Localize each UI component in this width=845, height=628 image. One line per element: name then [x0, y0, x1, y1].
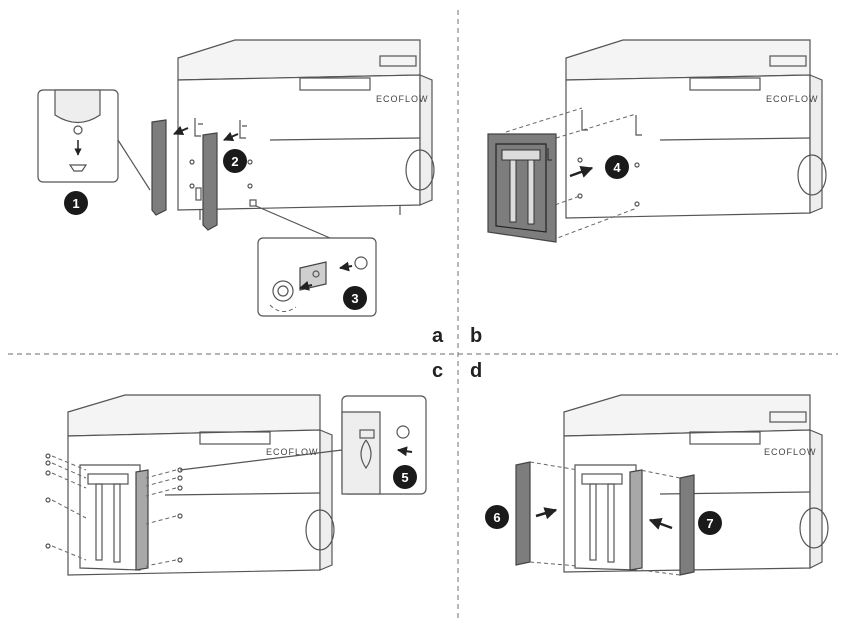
right-handle-part-a: [203, 133, 217, 230]
brand-logo-b: ECOFLOW: [766, 94, 819, 104]
step-badge-5: 5: [393, 465, 417, 489]
cooler-unit-c: ECOFLOW: [68, 395, 334, 575]
panel-d: d ECOFLOW 6 7: [470, 360, 828, 575]
step-badge-1: 1: [64, 191, 88, 215]
panel-c: c ECOFLOW: [46, 360, 443, 575]
step-badge-6: 6: [485, 505, 509, 529]
detail-box-1: [38, 90, 150, 190]
panel-label-d: d: [470, 360, 482, 382]
panel-a: ECOFLOW: [38, 40, 444, 347]
svg-text:5: 5: [401, 470, 408, 485]
step-badge-7: 7: [698, 511, 722, 535]
step-badge-2: 2: [223, 149, 247, 173]
cooler-unit-b: ECOFLOW: [566, 40, 826, 218]
back-panel-part: [488, 134, 556, 242]
side-rail-c: [136, 470, 148, 570]
svg-text:2: 2: [231, 154, 238, 169]
brand-logo-d: ECOFLOW: [764, 447, 817, 457]
brand-logo-a: ECOFLOW: [376, 94, 429, 104]
step-badge-3: 3: [343, 286, 367, 310]
step-badge-4: 4: [605, 155, 629, 179]
left-side-panel-6: [516, 462, 530, 565]
svg-text:7: 7: [706, 516, 713, 531]
svg-text:3: 3: [351, 291, 358, 306]
panel-label-c: c: [432, 360, 443, 382]
right-side-panel-7: [680, 475, 694, 575]
panel-label-a: a: [432, 325, 444, 347]
svg-text:4: 4: [613, 160, 621, 175]
svg-text:1: 1: [72, 196, 79, 211]
brand-logo-c: ECOFLOW: [266, 447, 319, 457]
panel-b: ECOFLOW 4 b: [470, 40, 826, 347]
svg-text:6: 6: [493, 510, 500, 525]
panel-label-b: b: [470, 325, 482, 347]
left-handle-part-a: [152, 120, 166, 215]
